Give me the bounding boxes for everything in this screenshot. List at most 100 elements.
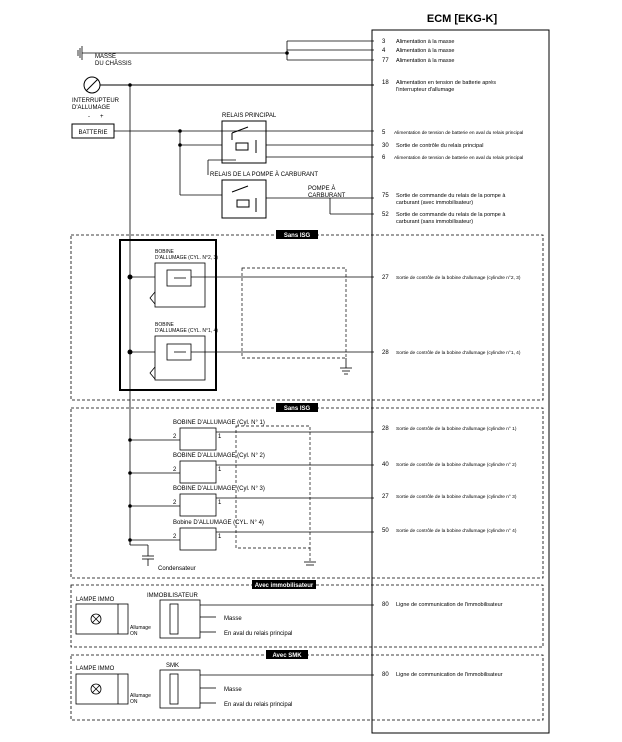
section-sans-isg-1-label: Sans ISG bbox=[284, 233, 311, 239]
pin-desc: Sortie de contrôle de la bobine d'alluma… bbox=[396, 494, 517, 500]
smk-label: SMK bbox=[166, 663, 179, 669]
coil-2-pin2: 2 bbox=[173, 467, 177, 473]
pin-desc: Sortie de commande du relais de la pompe… bbox=[396, 212, 506, 218]
coil-3-pin1: 1 bbox=[218, 500, 222, 506]
section-sans-isg-2 bbox=[70, 407, 544, 579]
pin-1: 4 Alimentation à la masse bbox=[382, 48, 454, 54]
pin-4: 5 Alimentation de tension de batterie en… bbox=[382, 130, 523, 136]
pin-desc-2: l'interrupteur d'allumage bbox=[396, 87, 454, 93]
lampe-immo-label-1: LAMPE IMMO bbox=[76, 597, 115, 603]
pin-number: 50 bbox=[382, 528, 389, 534]
immo-module-icon bbox=[159, 599, 374, 639]
pin-number: 30 bbox=[382, 143, 389, 149]
coil-1-pin1: 1 bbox=[218, 434, 222, 440]
pin-number: 80 bbox=[382, 672, 389, 678]
pin-desc: Sortie de contrôle de la bobine d'alluma… bbox=[396, 350, 521, 356]
pompe-label-1: POMPE À bbox=[308, 185, 335, 192]
section-avec-immo-label: Avec immobilisateur bbox=[255, 583, 314, 589]
immo-allumage-2: ON bbox=[130, 631, 138, 637]
pin-desc: Sortie de contrôle de la bobine d'alluma… bbox=[396, 528, 517, 534]
pin-desc: Sortie de contrôle de la bobine d'alluma… bbox=[396, 275, 521, 281]
coil-1-pin2: 2 bbox=[173, 434, 177, 440]
pin-number: 18 bbox=[382, 80, 389, 86]
pin-3: 18 Alimentation en tension de batterie a… bbox=[382, 80, 496, 93]
pin-number: 77 bbox=[382, 58, 389, 64]
pin-number: 27 bbox=[382, 275, 389, 281]
immo-allumage-1: Allumage bbox=[130, 625, 151, 631]
pin-number: 5 bbox=[382, 130, 386, 136]
pin-desc: Sortie de contrôle du relais principal bbox=[396, 143, 483, 149]
coil-3-icon bbox=[130, 493, 374, 517]
coil-23-icon bbox=[130, 262, 374, 308]
smk-lamp-icon bbox=[75, 673, 129, 705]
pin-desc: Sortie de commande du relais de la pompe… bbox=[396, 193, 506, 199]
pin-number: 4 bbox=[382, 48, 386, 54]
ground-symbol-2-icon bbox=[304, 561, 316, 566]
fuel-pump-relay-icon bbox=[221, 179, 267, 219]
smk-module-icon bbox=[159, 669, 374, 709]
coil-4-icon bbox=[130, 527, 374, 551]
pin-desc: Alimentation à la masse bbox=[396, 48, 454, 54]
immo-en-aval-label: En aval du relais principal bbox=[224, 631, 292, 637]
immo-masse-label: Masse bbox=[224, 616, 242, 622]
immobilisateur-label: IMMOBILISATEUR bbox=[147, 593, 199, 599]
coil-4-pin2: 2 bbox=[173, 534, 177, 540]
pin-16: 80 Ligne de communication de l'immobilis… bbox=[382, 672, 503, 678]
interrupteur-label-1: INTERRUPTEUR bbox=[72, 98, 120, 104]
coil-1-icon bbox=[130, 427, 374, 451]
interrupteur-label-2: D'ALLUMAGE bbox=[72, 105, 110, 111]
bobine-23-label-1: BOBINE bbox=[155, 249, 175, 255]
pin-7: 75 Sortie de commande du relais de la po… bbox=[382, 193, 506, 206]
shield-box bbox=[241, 267, 347, 359]
pin-desc: Ligne de communication de l'immobilisate… bbox=[396, 672, 503, 678]
coil-3-pin2: 2 bbox=[173, 500, 177, 506]
pin-number: 28 bbox=[382, 350, 389, 356]
pin-15: 80 Ligne de communication de l'immobilis… bbox=[382, 602, 503, 608]
pin-number: 80 bbox=[382, 602, 389, 608]
coil-1-label: BOBINE D'ALLUMAGE (Cyl. N° 1) bbox=[173, 420, 265, 426]
pin-number: 75 bbox=[382, 193, 389, 199]
pin-desc: Alimentation de tension de batterie en a… bbox=[394, 155, 523, 161]
battery-plus: + bbox=[100, 114, 104, 120]
pin-desc: Alimentation à la masse bbox=[396, 39, 454, 45]
pin-desc: Ligne de communication de l'immobilisate… bbox=[396, 602, 503, 608]
ground-wiring bbox=[77, 40, 374, 61]
pin-0: 3 Alimentation à la masse bbox=[382, 39, 454, 45]
pin-desc: Sortie de contrôle de la bobine d'alluma… bbox=[396, 462, 517, 468]
masse-chassis-label-2: DU CHÂSSIS bbox=[95, 60, 132, 67]
section-avec-smk bbox=[70, 654, 544, 721]
section-avec-immo bbox=[70, 584, 544, 648]
main-relay-icon bbox=[221, 120, 267, 164]
pin-8: 52 Sortie de commande du relais de la po… bbox=[382, 212, 506, 225]
condensateur-label: Condensateur bbox=[158, 566, 196, 572]
pin-number: 52 bbox=[382, 212, 389, 218]
pin-number: 6 bbox=[382, 155, 386, 161]
pin-11: 28 Sortie de contrôle de la bobine d'all… bbox=[382, 426, 517, 432]
lampe-immo-label-2: LAMPE IMMO bbox=[76, 666, 115, 672]
battery-label: BATTERIE bbox=[79, 130, 108, 136]
immo-lamp-icon bbox=[75, 603, 129, 635]
pin-desc-2: carburant (avec immobilisateur) bbox=[396, 200, 473, 206]
smk-allumage-2: ON bbox=[130, 699, 138, 705]
relais-principal-label: RELAIS PRINCIPAL bbox=[222, 113, 277, 119]
junction-dots bbox=[127, 51, 289, 542]
section-boxes bbox=[70, 234, 544, 721]
pin-desc-2: carburant (sans immobilisateur) bbox=[396, 219, 473, 225]
smk-allumage-1: Allumage bbox=[130, 693, 151, 699]
pin-desc: Alimentation de tension de batterie en a… bbox=[394, 130, 523, 136]
pin-10: 28 Sortie de contrôle de la bobine d'all… bbox=[382, 350, 521, 356]
section-sans-isg-2-label: Sans ISG bbox=[284, 406, 311, 412]
ecm-title: ECM [EKG-K] bbox=[427, 13, 498, 25]
pin-number: 28 bbox=[382, 426, 389, 432]
section-avec-smk-label: Avec SMK bbox=[272, 653, 302, 659]
pin-number: 40 bbox=[382, 462, 389, 468]
masse-chassis-label-1: MASSE bbox=[95, 54, 116, 60]
coil-2-label: BOBINE D'ALLUMAGE (Cyl. N° 2) bbox=[173, 453, 265, 459]
power-bus bbox=[114, 85, 374, 545]
pin-6: 6 Alimentation de tension de batterie en… bbox=[382, 155, 523, 161]
pin-desc: Alimentation à la masse bbox=[396, 58, 454, 64]
smk-masse-label: Masse bbox=[224, 687, 242, 693]
bobine-14-label-2: D'ALLUMAGE (CYL. N°1, 4) bbox=[155, 328, 218, 334]
ecm-box bbox=[371, 29, 550, 734]
